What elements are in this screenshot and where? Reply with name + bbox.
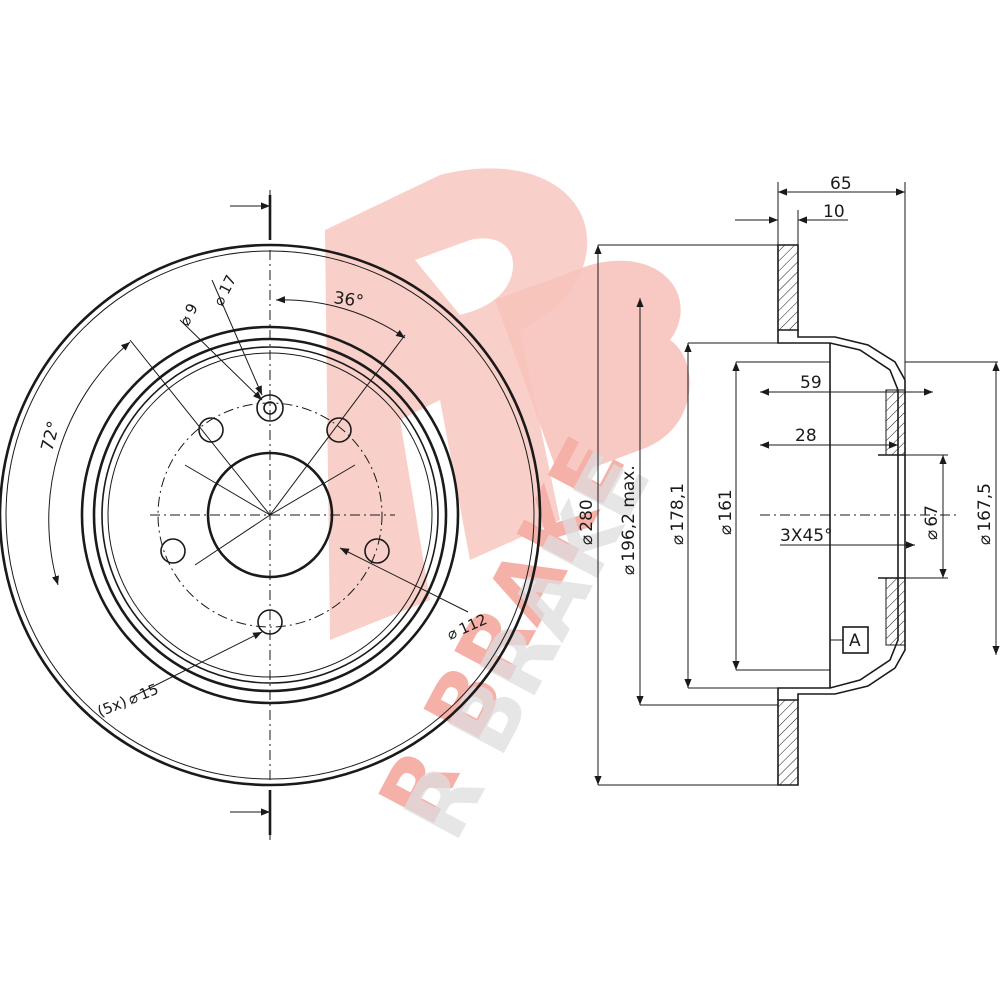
bolt-hole xyxy=(364,538,390,564)
label-d-167: ⌀167,5 xyxy=(975,483,995,545)
radial-line xyxy=(269,334,406,516)
svg-text:⌀280: ⌀280 xyxy=(577,499,597,545)
hat-face-section-bottom xyxy=(885,577,906,646)
radial-line xyxy=(184,464,271,516)
hat-wall-bottom-inner xyxy=(797,610,906,700)
bolt-pitch-circle xyxy=(157,402,383,628)
svg-text:⌀17: ⌀17 xyxy=(210,272,241,309)
angle-36-label: 36° xyxy=(332,288,365,312)
label-10: 10 xyxy=(823,202,845,222)
hat-wall-top xyxy=(777,330,899,420)
svg-text:⌀178,1: ⌀178,1 xyxy=(668,483,688,545)
hat-wall-bottom xyxy=(777,610,899,700)
radial-line xyxy=(129,339,271,516)
front-view: 36° 72° ⌀9 ⌀17 ⌀112 (5x)⌀15 xyxy=(0,190,542,840)
leader-bolt-holes xyxy=(129,631,263,699)
leader-17 xyxy=(211,279,263,396)
label-d-161: ⌀161 xyxy=(716,489,736,535)
radial-line xyxy=(194,514,271,566)
label-65: 65 xyxy=(830,174,852,194)
svg-text:⌀161: ⌀161 xyxy=(716,489,736,535)
friction-plate-section-bottom xyxy=(777,699,799,786)
datum-label: A xyxy=(849,631,861,651)
logo-r-shape xyxy=(325,168,588,641)
label-d-178: ⌀178,1 xyxy=(668,483,688,545)
label-bolt-holes: (5x)⌀15 xyxy=(95,680,161,721)
angle-72-label: 72° xyxy=(38,419,65,453)
svg-text:(5x)⌀15: (5x)⌀15 xyxy=(95,680,161,721)
label-d-196: ⌀196,2 max. xyxy=(619,465,639,575)
label-28: 28 xyxy=(795,426,817,446)
angle-dim-72 xyxy=(48,341,131,586)
svg-text:⌀9: ⌀9 xyxy=(176,301,202,329)
radial-line xyxy=(269,464,356,516)
svg-text:⌀67: ⌀67 xyxy=(922,505,942,540)
label-d-280: ⌀280 xyxy=(577,499,597,545)
datum-box xyxy=(842,626,869,654)
friction-plate-section-top xyxy=(777,244,799,331)
svg-text:⌀167,5: ⌀167,5 xyxy=(975,483,995,545)
leader-pcd xyxy=(339,547,469,613)
leader-9 xyxy=(179,319,263,401)
svg-text:⌀196,2 max.: ⌀196,2 max. xyxy=(619,465,639,575)
bolt-hole xyxy=(326,417,352,443)
label-d-67: ⌀67 xyxy=(922,505,942,540)
label-hole-9: ⌀9 xyxy=(176,301,202,329)
label-59: 59 xyxy=(800,373,822,393)
logo-r-inner xyxy=(415,238,514,315)
side-view: ⌀280 ⌀196,2 max. ⌀178,1 ⌀161 ⌀67 ⌀167,5 xyxy=(577,174,1000,786)
label-hole-17: ⌀17 xyxy=(210,272,241,309)
label-chamfer: 3X45° xyxy=(780,526,833,546)
bolt-hole xyxy=(160,538,186,564)
angle-dim-36 xyxy=(275,296,406,339)
